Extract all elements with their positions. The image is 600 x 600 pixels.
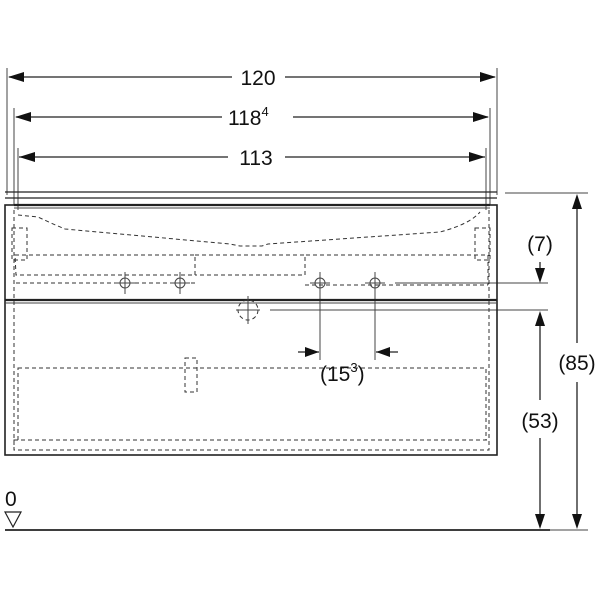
hole-icon [170,272,190,294]
hole-icon [310,272,330,294]
floor-level: 0 [4,488,550,531]
cabinet-body [4,204,498,456]
hole-icon [115,272,135,294]
dim-85-label: (85) [558,352,595,375]
dim-15-label: (153) [320,360,365,386]
dimension-offset: (7) [527,233,553,283]
mounting-holes [115,272,385,324]
dim-53-label: (53) [521,410,558,433]
dimension-basin-width: 113 [19,147,485,170]
dim-7-label: (7) [527,233,553,256]
floor-level-label: 0 [5,488,17,511]
handle-outline [184,357,198,393]
dimension-inner-width: 1184 [15,104,489,130]
dimension-drain-height: (53) [521,311,559,529]
dim-118-label: 1184 [228,104,269,130]
hole-icon [365,272,385,294]
dim-120-label: 120 [240,67,275,90]
dimension-overall-width: 120 [8,67,496,90]
dim-113-label: 113 [239,147,272,170]
drain-icon [236,296,260,324]
dimension-hole-spacing: (153) [298,347,398,386]
level-triangle-icon [4,511,22,529]
dimension-total-height: (85) [558,194,596,529]
washbasin-top [5,191,497,247]
